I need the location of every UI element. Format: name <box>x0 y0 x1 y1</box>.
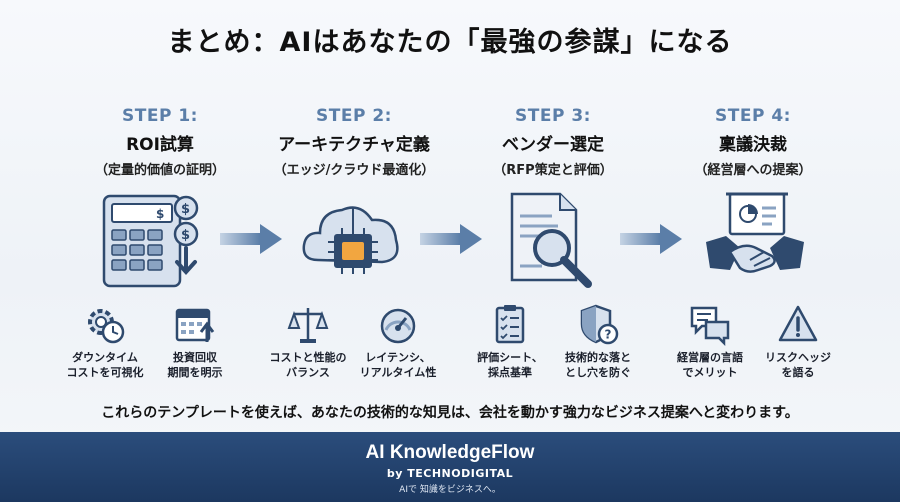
footer-tagline: AIで 知識をビジネスへ。 <box>399 485 501 495</box>
step-number: STEP 4: <box>715 106 791 126</box>
sub-item-downtime: ダウンタイム コストを可視化 <box>55 302 155 381</box>
gear-clock-icon <box>88 309 125 344</box>
warning-icon <box>778 305 818 342</box>
cloud-chip-icon <box>302 206 399 274</box>
step-number: STEP 1: <box>122 106 198 126</box>
sub-item-label: コストと性能の バランス <box>269 351 347 380</box>
scale-icon <box>287 308 329 343</box>
calendar-arrow-icon <box>175 308 215 342</box>
step-4: STEP 4: 稟議決裁 （経営層への提案） <box>653 106 853 178</box>
speedometer-icon <box>380 308 416 344</box>
shield-question-icon: ? <box>580 304 619 345</box>
sub-item-cost-balance: コストと性能の バランス <box>258 302 358 381</box>
svg-text:?: ? <box>605 328 612 342</box>
step-name: ベンダー選定 <box>502 135 604 155</box>
sub-item-pitfalls: ? 技術的な落と とし穴を防ぐ <box>548 302 648 381</box>
sub-item-evaluation: 評価シート、 採点基準 <box>460 302 560 381</box>
sub-item-label: レイテンシ、 リアルタイム性 <box>359 351 437 380</box>
sub-item-risk-hedge: リスクヘッジ を語る <box>748 302 848 381</box>
footer-byline: by TECHNODIGITAL <box>386 467 514 480</box>
svg-text:$: $ <box>181 202 190 217</box>
speech-bubbles-icon <box>690 306 730 346</box>
step-1: STEP 1: ROI試算 （定量的価値の証明） <box>60 106 260 178</box>
step-number: STEP 3: <box>515 106 591 126</box>
page-title: まとめ：AIはあなたの「最強の参謀」になる <box>167 27 733 58</box>
calculator-money-icon: $ $ $ <box>102 194 199 288</box>
step-number: STEP 2: <box>316 106 392 126</box>
arrow-right-icon <box>220 224 282 254</box>
step-name: 稟議決裁 <box>719 135 787 155</box>
step-subtitle: （定量的価値の証明） <box>94 163 225 178</box>
sub-item-payback: 投資回収 期間を明示 <box>145 302 245 381</box>
sub-item-label: 投資回収 期間を明示 <box>167 351 223 380</box>
sub-item-latency: レイテンシ、 リアルタイム性 <box>348 302 448 381</box>
step-name: アーキテクチャ定義 <box>278 135 430 155</box>
sub-item-label: 評価シート、 採点基準 <box>477 351 543 380</box>
step-subtitle: （経営層への提案） <box>694 163 812 178</box>
handshake-presentation-icon <box>706 192 804 273</box>
footer-banner: AI KnowledgeFlow by TECHNODIGITAL AIで 知識… <box>0 432 900 502</box>
arrow-right-icon <box>620 224 682 254</box>
arrow-right-icon <box>420 224 482 254</box>
sub-item-label: 技術的な落と とし穴を防ぐ <box>565 351 631 380</box>
svg-text:$: $ <box>181 228 190 243</box>
step-subtitle: （エッジ/クラウド最適化） <box>273 163 435 178</box>
step-3: STEP 3: ベンダー選定 （RFP策定と評価） <box>453 106 653 178</box>
sub-item-exec-language: 経営層の言語 でメリット <box>660 302 760 381</box>
sub-item-label: 経営層の言語 でメリット <box>677 351 743 380</box>
step-subtitle: （RFP策定と評価） <box>493 163 613 178</box>
sub-item-label: リスクヘッジ を語る <box>765 351 831 380</box>
sub-item-label: ダウンタイム コストを可視化 <box>66 351 144 380</box>
checklist-icon <box>495 305 525 344</box>
conclusion-text: これらのテンプレートを使えば、あなたの技術的な知見は、会社を動かす強力なビジネス… <box>101 405 799 421</box>
step-name: ROI試算 <box>126 135 194 155</box>
svg-text:$: $ <box>156 207 164 221</box>
step-2: STEP 2: アーキテクチャ定義 （エッジ/クラウド最適化） <box>254 106 454 178</box>
footer-brand: AI KnowledgeFlow <box>365 442 535 463</box>
document-magnifier-icon <box>510 192 592 288</box>
